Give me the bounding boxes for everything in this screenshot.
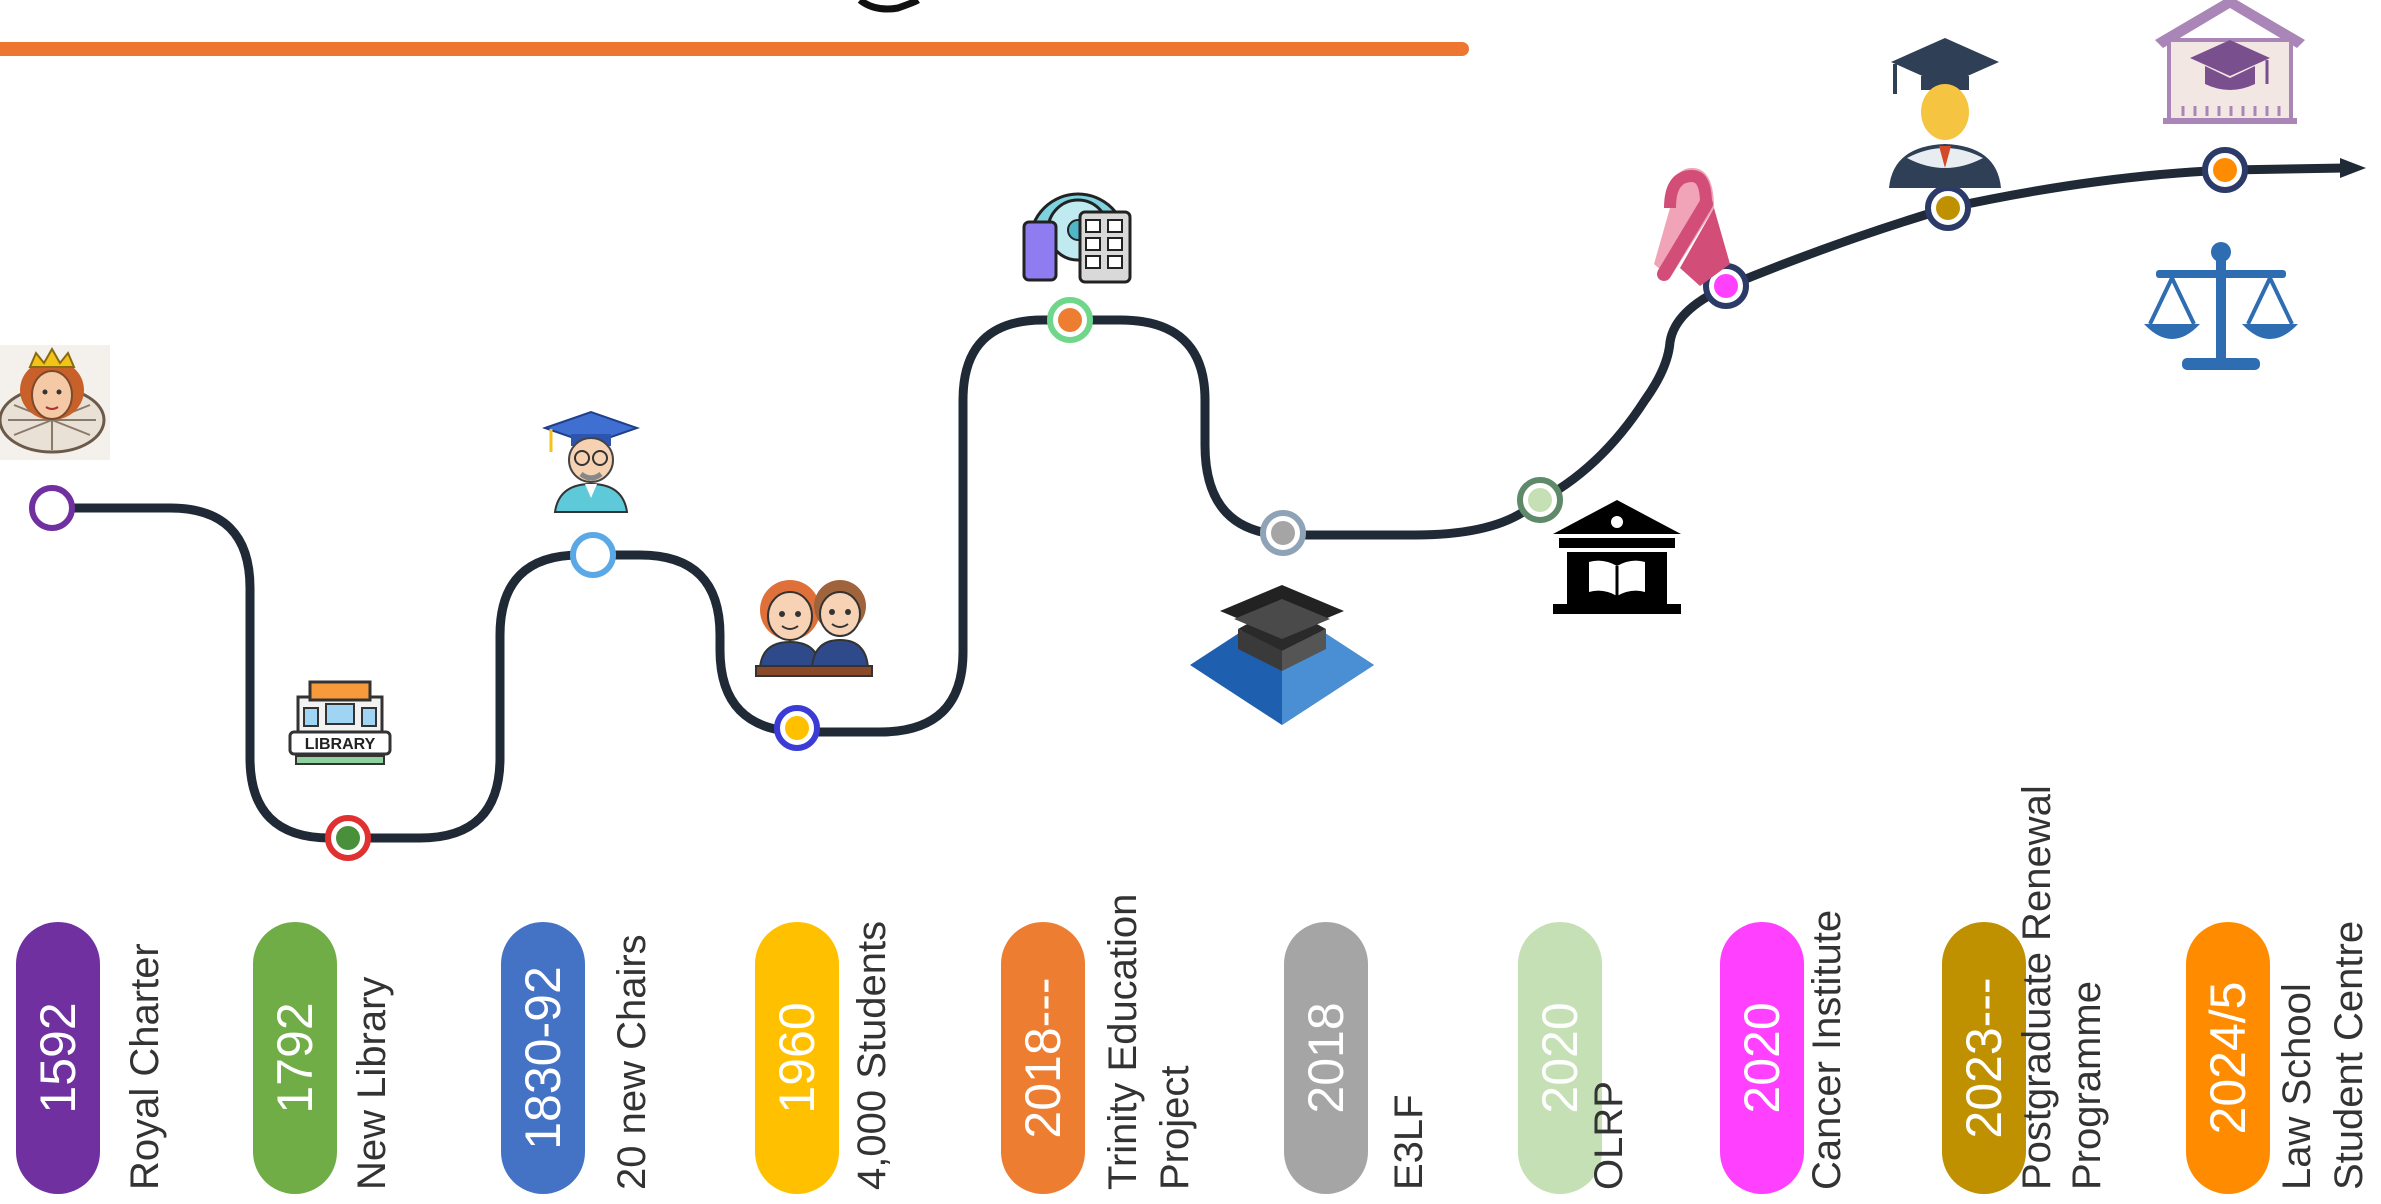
event-year-2: 1830-92 <box>515 966 571 1150</box>
timeline-path <box>52 163 2346 843</box>
svg-text:LIBRARY: LIBRARY <box>305 736 376 753</box>
law-school-house-icon <box>2155 0 2305 124</box>
year-pill-1 <box>253 922 337 1194</box>
year-pill-6 <box>1518 922 1602 1194</box>
arrow-head <box>2340 158 2366 178</box>
museum-book-icon <box>1553 500 1681 614</box>
year-pill-0 <box>16 922 100 1194</box>
year-pill-4 <box>1001 922 1085 1194</box>
event-label-5-0: E3LF <box>1387 1094 1431 1190</box>
event-year-4: 2018--- <box>1015 977 1071 1138</box>
timeline-node-fill-4 <box>1058 308 1082 332</box>
event-label-9-0: Law School <box>2275 983 2319 1190</box>
professor-icon <box>541 410 641 513</box>
event-year-1: 1792 <box>267 1002 323 1113</box>
timeline-node-fill-0 <box>40 496 64 520</box>
event-label-4-1: Project <box>1153 1066 1197 1191</box>
heading-fragment <box>857 0 920 13</box>
year-pill-3 <box>755 922 839 1194</box>
year-pill-5 <box>1284 922 1368 1194</box>
event-label-8-1: Programme <box>2065 981 2109 1190</box>
event-label-8-0: Postgraduate Renewal <box>2015 785 2059 1190</box>
awareness-ribbon-icon <box>1654 168 1730 286</box>
queen-portrait-icon <box>0 345 110 460</box>
timeline-node-fill-7 <box>1714 274 1738 298</box>
timeline-node-fill-6 <box>1528 488 1552 512</box>
year-pill-9 <box>2186 922 2270 1194</box>
timeline-node-fill-9 <box>2213 158 2237 182</box>
event-year-0: 1592 <box>30 1002 86 1113</box>
event-year-5: 2018 <box>1298 1002 1354 1113</box>
event-year-7: 2020 <box>1734 1002 1790 1113</box>
event-year-9: 2024/5 <box>2200 982 2256 1135</box>
event-label-4-0: Trinity Education <box>1101 894 1145 1190</box>
scales-of-justice-icon <box>2144 242 2298 370</box>
event-year-8: 2023--- <box>1956 977 2012 1138</box>
event-label-7-0: Cancer Institute <box>1805 910 1849 1190</box>
technology-devices-icon <box>1022 192 1132 284</box>
year-pill-7 <box>1720 922 1804 1194</box>
students-icon <box>755 580 873 677</box>
graduate-icon <box>1889 38 2001 188</box>
year-pill-2 <box>501 922 585 1194</box>
event-label-9-1: Student Centre <box>2327 921 2371 1190</box>
timeline-node-fill-8 <box>1936 196 1960 220</box>
event-label-0-0: Royal Charter <box>123 943 167 1190</box>
year-pill-8 <box>1942 922 2026 1194</box>
event-label-1-0: New Library <box>350 977 394 1190</box>
event-label-3-0: 4,000 Students <box>850 921 894 1190</box>
event-year-6: 2020 <box>1532 1002 1588 1113</box>
event-label-2-0: 20 new Chairs <box>610 934 654 1190</box>
timeline-node-fill-1 <box>336 826 360 850</box>
graduation-pyramid-icon <box>1190 585 1374 725</box>
event-year-3: 1960 <box>769 1002 825 1113</box>
event-label-6-0: OLRP <box>1587 1081 1631 1190</box>
timeline-node-fill-5 <box>1271 521 1295 545</box>
library-building-icon: LIBRARY <box>288 680 392 765</box>
timeline-node-fill-3 <box>785 716 809 740</box>
timeline-node-fill-2 <box>581 543 605 567</box>
